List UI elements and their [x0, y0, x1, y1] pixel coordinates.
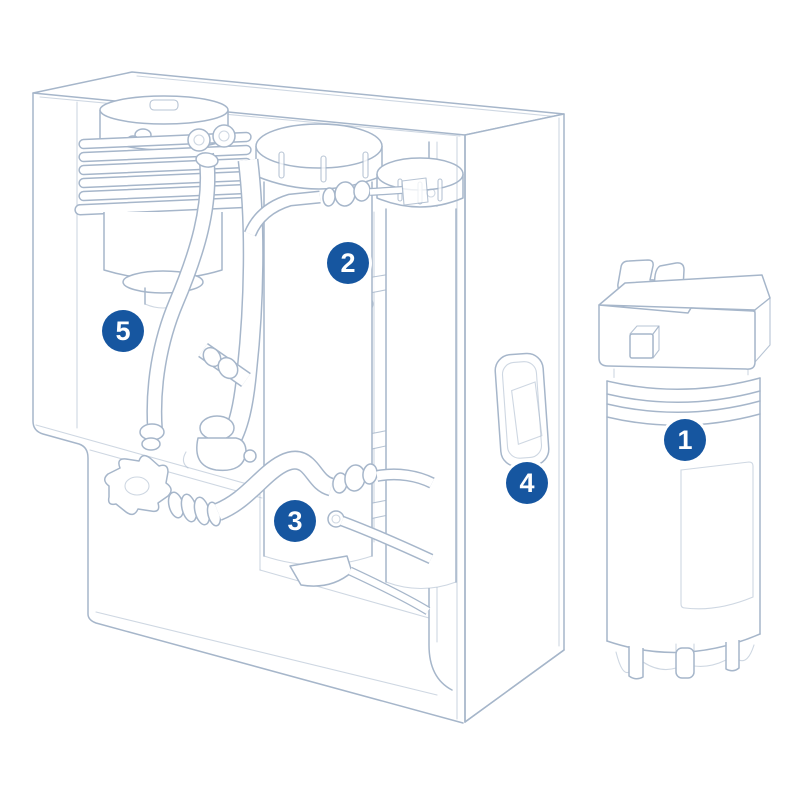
callout-number: 1: [677, 424, 693, 455]
side-panel-handle: [494, 352, 550, 468]
callout-badge-4: 4: [506, 462, 548, 504]
filter-cartridge: [598, 259, 771, 680]
tank-outlet-fitting: [243, 177, 436, 237]
hose-assembly: [104, 450, 435, 615]
callout-number: 5: [115, 315, 131, 346]
cabinet-front-edge: [456, 134, 466, 723]
callout-badge-2: 2: [327, 242, 369, 284]
callout-badge-3: 3: [274, 500, 316, 542]
callout-number: 4: [519, 467, 535, 498]
callout-badge-1: 1: [664, 419, 706, 461]
storage-tank-right: [376, 157, 464, 589]
callout-badge-5: 5: [102, 310, 144, 352]
tubing: [139, 124, 264, 472]
callout-number: 3: [287, 505, 303, 536]
callout-number: 2: [340, 247, 356, 278]
